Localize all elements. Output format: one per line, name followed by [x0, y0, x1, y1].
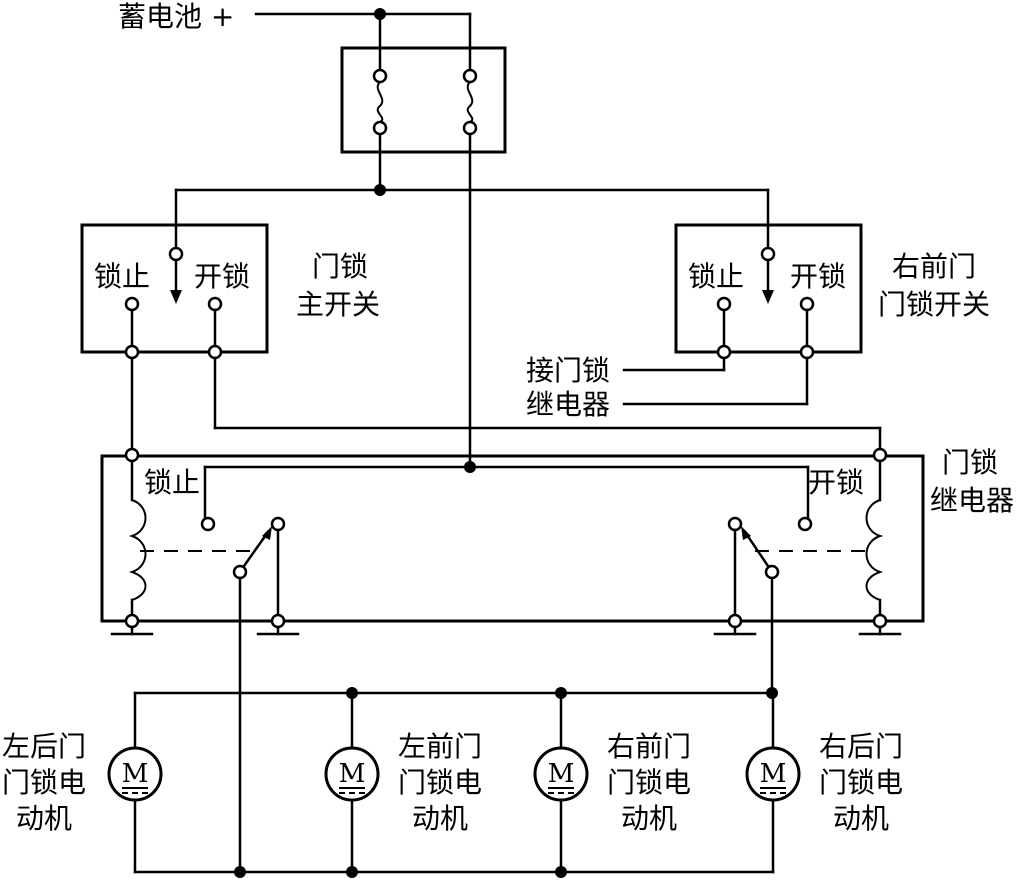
motor-label-line3: 动机: [621, 802, 677, 835]
battery-feed: 蓄电池 +: [118, 0, 472, 50]
main-switch-lock-label: 锁止: [94, 260, 150, 293]
motor-label-line1: 左后门: [2, 730, 86, 763]
main-switch-name-line1: 门锁: [312, 250, 368, 283]
main-lock-switch: 锁止 开锁 门锁 主开关: [80, 223, 380, 360]
motor-label-line3: 动机: [16, 802, 72, 835]
relay-coil-left: [110, 447, 154, 636]
motor-label-line2: 门锁电: [2, 766, 86, 799]
relay-name-line1: 门锁: [942, 446, 998, 479]
relay-contacts-right: [713, 516, 813, 636]
relay-contacts-left: [200, 516, 300, 636]
motor-symbol: M: [760, 759, 787, 789]
relay-connection-line2: 继电器: [526, 388, 610, 421]
switch-feed-bus: [174, 150, 770, 250]
unlock-signal-wire: [213, 356, 882, 451]
motor-label-line2: 门锁电: [819, 766, 903, 799]
motor-label-line3: 动机: [412, 802, 468, 835]
battery-junction: [374, 8, 386, 20]
motor-symbol: M: [339, 759, 366, 789]
motor-right-front: M 右前门 门锁电 动机: [533, 691, 691, 874]
motor-label-line2: 门锁电: [398, 766, 482, 799]
rf-switch-name-line2: 门锁开关: [878, 288, 990, 321]
relay-connection: 接门锁 继电器: [526, 354, 809, 421]
fuse-box: [340, 46, 507, 154]
relay-unlock-label: 开锁: [808, 466, 864, 499]
fuse-left: [372, 46, 388, 154]
relay-name-line2: 继电器: [930, 484, 1014, 517]
motor-symbol: M: [548, 759, 575, 789]
relay-coil-right: [858, 447, 902, 636]
motor-left-rear: M 左后门 门锁电 动机: [2, 691, 163, 874]
motor-label-line3: 动机: [833, 802, 889, 835]
battery-label: 蓄电池 +: [118, 0, 234, 33]
motor-label-line1: 右前门: [607, 730, 691, 763]
relay-common-junction: [464, 461, 476, 473]
motor-left-front: M 左前门 门锁电 动机: [324, 691, 482, 874]
motor-label-line1: 右后门: [819, 730, 903, 763]
rf-switch-lock-label: 锁止: [688, 260, 744, 293]
motor-label-line1: 左前门: [398, 730, 482, 763]
main-switch-unlock-label: 开锁: [194, 260, 250, 293]
bus-junction: [374, 184, 386, 196]
motor-right-rear: M 右后门 门锁电 动机: [745, 691, 903, 874]
motor-symbol: M: [122, 759, 149, 789]
main-switch-name-line2: 主开关: [296, 288, 380, 321]
motor-label-line2: 门锁电: [607, 766, 691, 799]
relay-connection-line1: 接门锁: [526, 354, 610, 387]
rf-switch-unlock-label: 开锁: [790, 260, 846, 293]
door-lock-relay: 门锁 继电器 锁止 开锁: [100, 446, 1014, 636]
right-front-lock-switch: 锁止 开锁 右前门 门锁开关: [674, 223, 990, 360]
relay-lock-label: 锁止: [144, 466, 200, 499]
fuse-right: [462, 46, 478, 136]
rf-switch-name-line1: 右前门: [892, 250, 976, 283]
